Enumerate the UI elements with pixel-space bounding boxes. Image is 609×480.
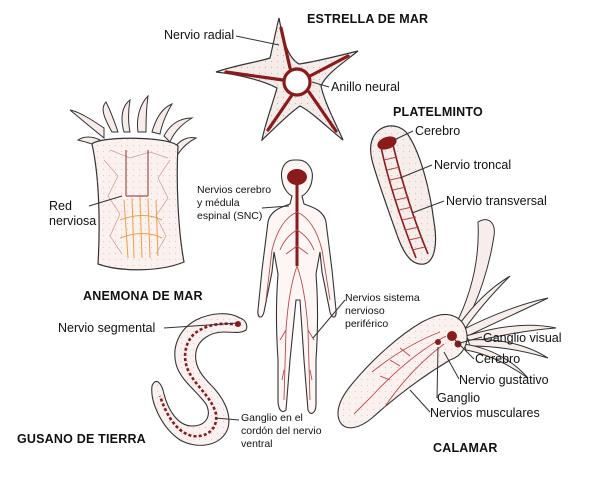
squid-tentacles xyxy=(455,219,557,379)
anemone-nerve-net xyxy=(119,195,163,259)
squid-muscle-nerves-label: Nervios musculares xyxy=(430,406,540,420)
earthworm-ganglion-label-line3: ventral xyxy=(241,438,273,450)
squid-visual-ganglion-label: Ganglio visual xyxy=(483,331,562,345)
human-peripheral-nerves xyxy=(265,211,331,401)
flatworm-transverse-nerve-label: Nervio transversal xyxy=(446,194,547,208)
earthworm-ganglion-label-line1: Ganglio en el xyxy=(241,412,303,424)
starfish-radial-nerves xyxy=(224,26,350,133)
squid-ganglion xyxy=(435,339,441,345)
human-pns-label-line1: Nervios sistema xyxy=(345,292,420,304)
human-pns-label-line2: nervioso xyxy=(345,305,385,317)
earthworm-title: GUSANO DE TIERRA xyxy=(17,432,146,446)
anemone-tentacles xyxy=(69,94,198,155)
squid-figure xyxy=(337,219,557,429)
earthworm-ganglion-label-line2: cordón del nervio xyxy=(241,425,322,437)
squid-title: CALAMAR xyxy=(433,441,498,455)
squid-gustatory-nerve-label: Nervio gustativo xyxy=(459,373,549,387)
starfish-title: ESTRELLA DE MAR xyxy=(307,12,429,26)
anemone-nerve-net-label-line1: Red xyxy=(49,199,72,213)
flatworm-transverse-nerves xyxy=(383,156,426,251)
anemone-nerve-net-label-line2: nerviosa xyxy=(49,214,97,228)
flatworm-trunk-nerves xyxy=(380,144,429,259)
squid-visual-ganglion xyxy=(454,340,462,348)
flatworm-title: PLATELMINTO xyxy=(393,105,483,119)
flatworm-brain-label: Cerebro xyxy=(415,124,461,138)
squid-brain xyxy=(447,331,457,341)
human-cns-label-line1: Nervios cerebro xyxy=(197,184,272,196)
starfish-nerve-ring xyxy=(282,67,312,97)
starfish-radial-nerve-label: Nervio radial xyxy=(164,28,235,42)
earthworm-segmental-nerve-label: Nervio segmental xyxy=(58,321,156,335)
human-cns-label-line2: y médula xyxy=(197,197,240,209)
earthworm-figure xyxy=(151,313,248,446)
starfish-nerve-ring-label: Anillo neural xyxy=(331,80,400,94)
squid-ganglion-label: Ganglio xyxy=(437,391,481,405)
earthworm-ventral-nerve-cord xyxy=(158,322,239,438)
starfish-figure xyxy=(215,17,359,142)
anemone-title: ANEMONA DE MAR xyxy=(83,289,203,303)
flatworm-trunk-nerve-label: Nervio troncal xyxy=(434,158,512,172)
flatworm-figure xyxy=(369,125,445,265)
squid-brain-label: Cerebro xyxy=(475,352,521,366)
human-cns-label-line3: espinal (SNC) xyxy=(197,210,263,222)
human-pns-label-line3: periférico xyxy=(345,318,389,330)
anemone-figure xyxy=(69,94,198,271)
human-body-outline xyxy=(257,159,337,414)
human-brain xyxy=(287,169,307,185)
flatworm-brain xyxy=(377,136,397,150)
human-figure xyxy=(257,159,346,414)
